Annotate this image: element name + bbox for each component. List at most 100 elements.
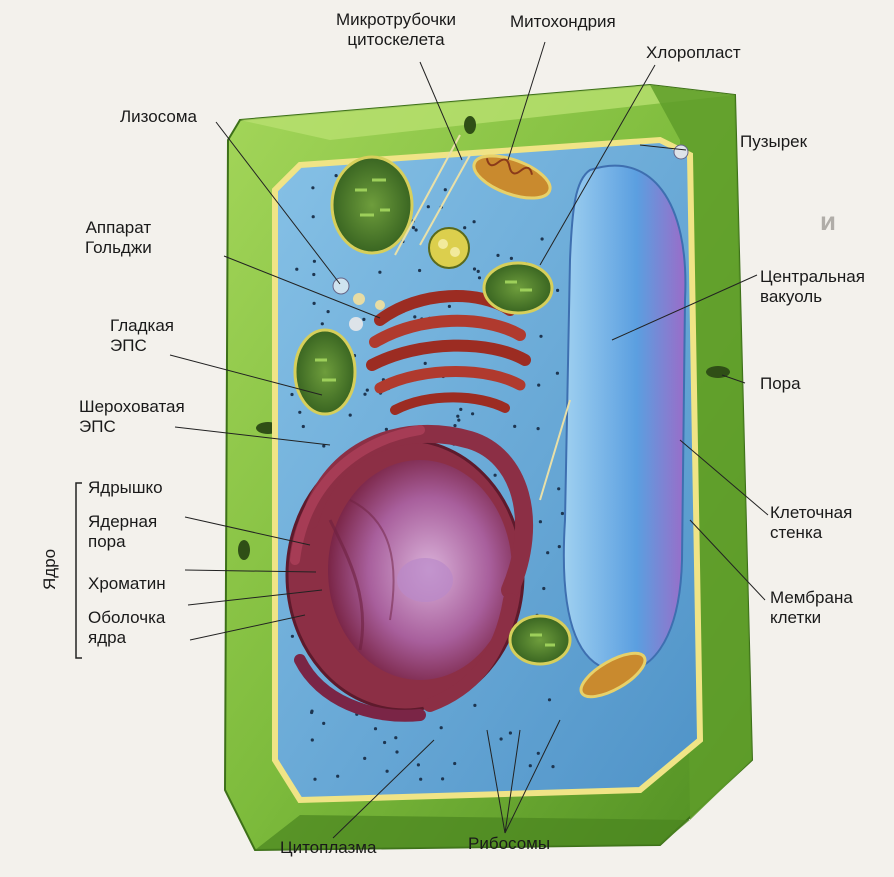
ribosome-dot	[415, 228, 418, 231]
ribosome-dot	[427, 205, 430, 208]
ribosome-dot	[383, 741, 386, 744]
ribosome-dot	[322, 722, 325, 725]
ribosome-dot	[558, 545, 561, 548]
ribosome-dot	[556, 289, 559, 292]
chloroplast	[332, 157, 412, 253]
ribosome-dot	[290, 393, 293, 396]
chloroplast	[295, 330, 355, 414]
ribosome-dot	[311, 738, 314, 741]
ribosome-dot	[459, 408, 462, 411]
ribosome-dot	[313, 778, 316, 781]
label-ribosomes: Рибосомы	[468, 834, 550, 854]
ribosome-dot	[312, 273, 315, 276]
ribosome-dot	[453, 762, 456, 765]
ribosome-dot	[529, 764, 532, 767]
central-vacuole	[564, 166, 686, 672]
label-cytoplasm: Цитоплазма	[280, 838, 376, 858]
ribosome-dot	[548, 698, 551, 701]
ribosome-dot	[444, 188, 447, 191]
ribosome-dot	[378, 271, 381, 274]
ribosome-dot	[477, 270, 480, 273]
label-lysosome: Лизосома	[120, 107, 197, 127]
ribosome-dot	[386, 770, 389, 773]
ribosome-dot	[456, 415, 459, 418]
ribosome-dot	[541, 237, 544, 240]
ribosome-dot	[478, 276, 481, 279]
nucleolus	[397, 558, 453, 602]
ribosome-dot	[457, 419, 460, 422]
chloroplast	[484, 263, 552, 313]
ribosome-dot	[417, 763, 420, 766]
ribosome-dot	[327, 310, 330, 313]
ribosome-dot	[500, 737, 503, 740]
nucleus-bracket	[76, 483, 82, 658]
ribosome-dot	[537, 427, 540, 430]
ribosome-dot	[557, 487, 560, 490]
ribosome-dot	[494, 474, 497, 477]
ribosome-dot	[473, 267, 476, 270]
ribosome-dot	[363, 393, 366, 396]
wall-pore	[238, 540, 250, 560]
ribosome-dot	[513, 425, 516, 428]
ribosome-dot	[363, 757, 366, 760]
label-chromatin: Хроматин	[88, 574, 166, 594]
ribosome-dot	[441, 777, 444, 780]
ribosome-dot	[302, 425, 305, 428]
label-golgi: АппаратГольджи	[85, 218, 152, 258]
ribosome-dot	[537, 752, 540, 755]
ribosome-dot	[291, 635, 294, 638]
label-vesicle: Пузырек	[740, 132, 807, 152]
ribosome-dot	[496, 254, 499, 257]
ribosome-dot	[473, 220, 476, 223]
ribosome-dot	[313, 302, 316, 305]
ribosome-dot	[510, 257, 513, 260]
ribosome-dot	[311, 186, 314, 189]
ribosome-dot	[453, 424, 456, 427]
ribosome-dot	[473, 704, 476, 707]
ribosome-dot	[471, 412, 474, 415]
ribosome-dot	[537, 384, 540, 387]
ribosome-dot	[295, 268, 298, 271]
ribosome-dot	[418, 269, 421, 272]
label-nucleolus: Ядрышко	[88, 478, 163, 498]
ribosome-dot	[366, 389, 369, 392]
vesicle	[674, 145, 688, 159]
ribosome-dot	[561, 512, 564, 515]
label-pore: Пора	[760, 374, 801, 394]
ribosome-dot	[362, 318, 365, 321]
ribosome-dot	[542, 587, 545, 590]
ribosome-dot	[539, 520, 542, 523]
ribosome-dot	[419, 778, 422, 781]
ribosome-dot	[313, 260, 316, 263]
ribosome-dot	[539, 335, 542, 338]
ribosome-dot	[556, 372, 559, 375]
ribosome-dot	[298, 411, 301, 414]
ribosome-dot	[424, 362, 427, 365]
ribosome-dot	[448, 305, 451, 308]
ribosome-dot	[335, 174, 338, 177]
label-mitochondrion: Митохондрия	[510, 12, 616, 32]
chloroplast	[510, 616, 570, 664]
ribosome-dot	[349, 414, 352, 417]
label-nucleus-group: Ядро	[40, 549, 60, 590]
ribosome-dot	[374, 727, 377, 730]
ribosome-dot	[310, 711, 313, 714]
ribosome-dot	[463, 226, 466, 229]
ribosome-dot	[395, 750, 398, 753]
ribosome-dot	[312, 215, 315, 218]
ribosome-dot	[412, 226, 415, 229]
ribosome-dot	[336, 775, 339, 778]
ribosome-dot	[394, 736, 397, 739]
ribosome-dot	[551, 765, 554, 768]
ribosome-dot	[546, 551, 549, 554]
label-chloroplast: Хлоропласт	[646, 43, 741, 63]
lysosome	[333, 278, 349, 294]
